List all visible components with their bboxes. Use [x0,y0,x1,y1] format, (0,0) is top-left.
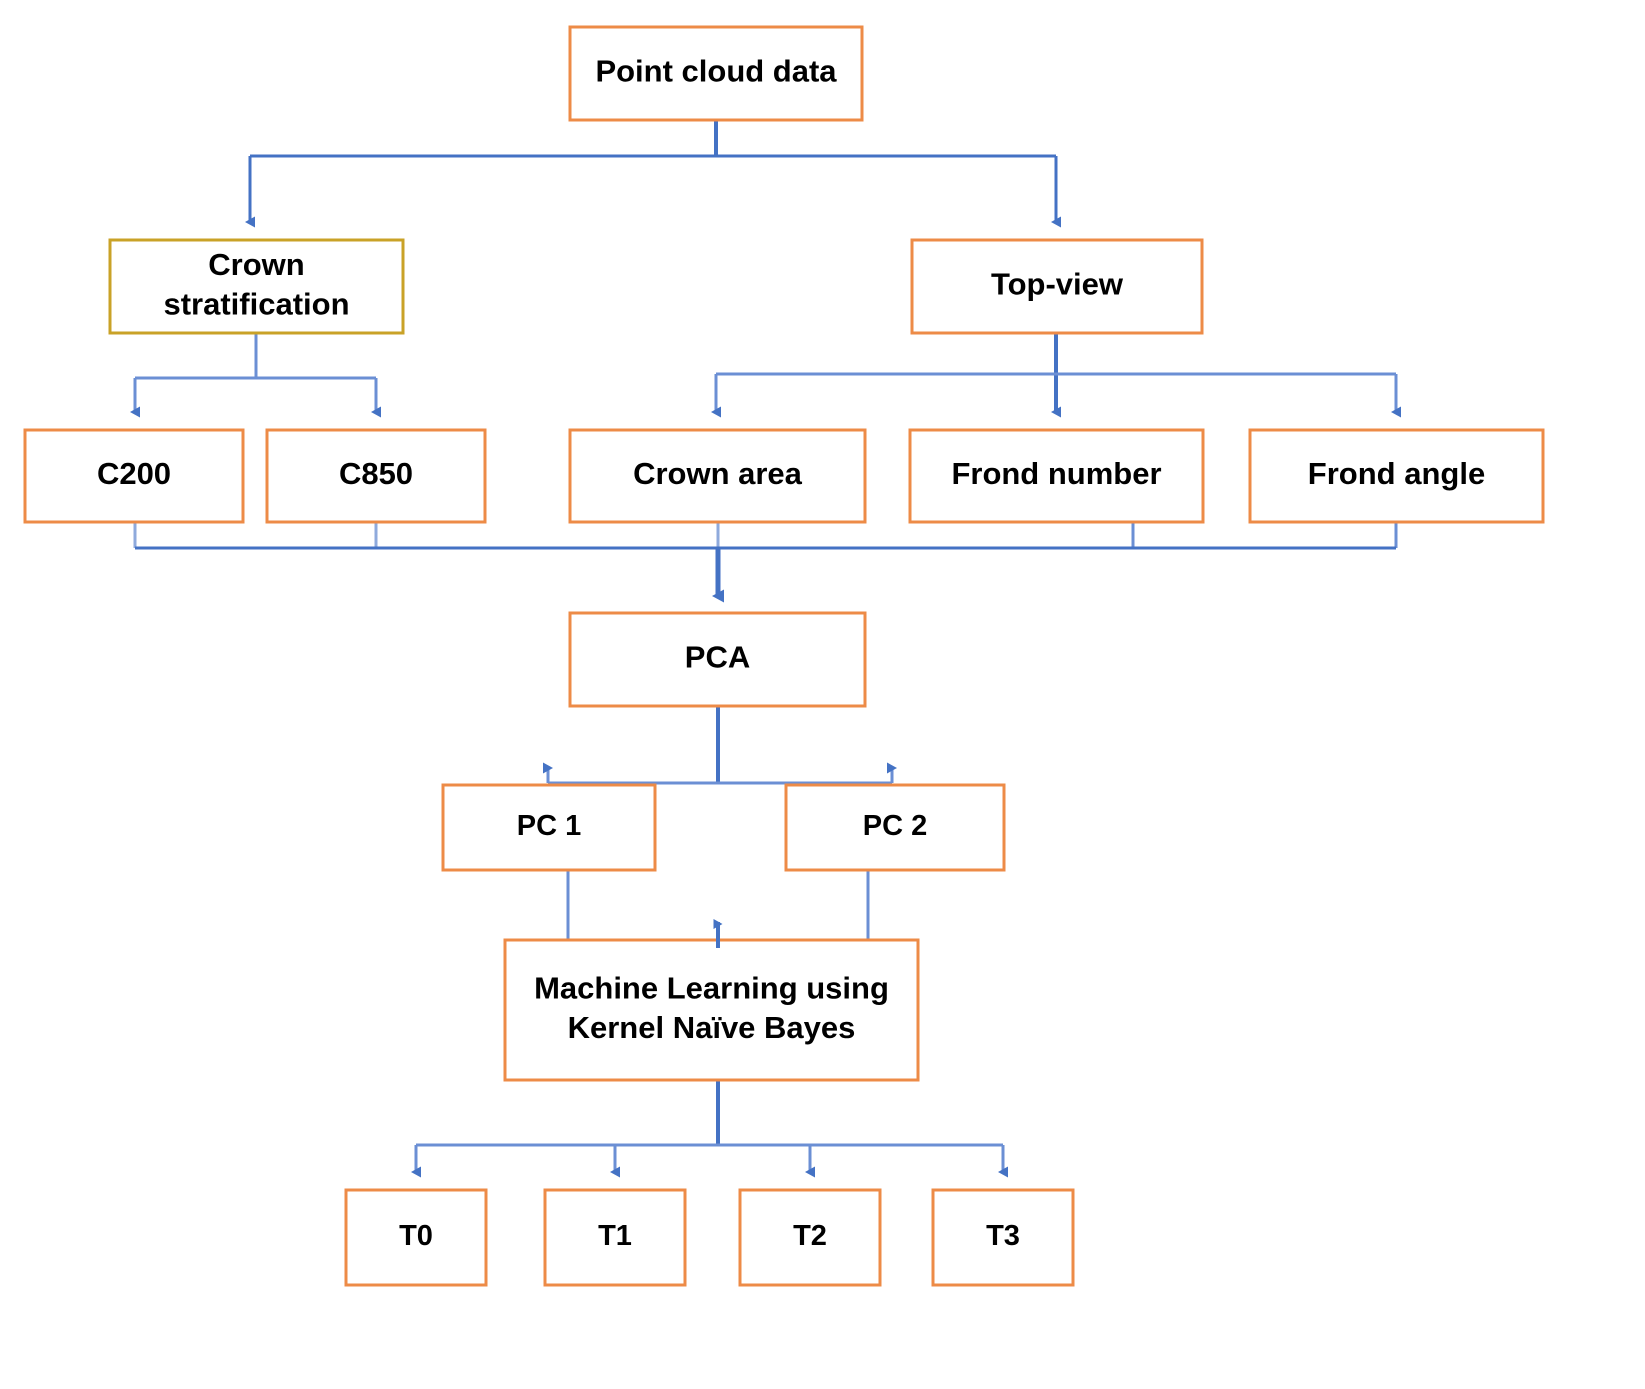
node-label-top-view: Top-view [991,267,1124,302]
node-box-t1[interactable] [543,1188,687,1287]
node-crown-stratification[interactable]: Crown stratification [108,238,405,335]
node-label-frond-angle: Frond angle [1308,456,1485,491]
node-box-machine-learning[interactable] [503,938,920,1082]
node-label-pca: PCA [685,640,750,675]
node-label-crown-stratification: stratification [163,287,349,322]
node-label-t2: T2 [793,1220,827,1252]
node-label-point-cloud-data: Point cloud data [595,54,837,89]
node-pca[interactable]: PCA [568,611,867,708]
node-label-crown-area: Crown area [633,456,803,491]
edge-pca-to-pc-arrowheads [543,762,897,783]
node-point-cloud-data[interactable]: Point cloud data [568,25,864,122]
node-t0[interactable]: T0 [344,1188,488,1287]
edge-crownstratification-split [130,333,381,418]
edge-pca-split [546,706,894,785]
node-box-pc-1[interactable] [441,783,657,872]
node-label-t3: T3 [986,1220,1020,1252]
node-c200[interactable]: C200 [23,428,245,524]
node-box-pca[interactable] [568,611,867,708]
edge-pointcloud-split [245,120,1061,228]
node-crown-area[interactable]: Crown area [568,428,867,524]
node-box-pc-2[interactable] [784,783,1006,872]
node-label-frond-number: Frond number [951,456,1161,491]
node-label-c200: C200 [97,456,171,491]
node-box-t3[interactable] [931,1188,1075,1287]
node-box-c850[interactable] [265,428,487,524]
node-label-t0: T0 [399,1220,433,1252]
node-box-t0[interactable] [344,1188,488,1287]
node-label-machine-learning: Machine Learning using [534,970,889,1005]
edge-ml-split [411,1080,1008,1178]
node-pc-1[interactable]: PC 1 [441,783,657,872]
node-label-machine-learning: Kernel Naïve Bayes [568,1010,856,1045]
node-label-pc-2: PC 2 [863,810,927,842]
node-box-c200[interactable] [23,428,245,524]
node-label-crown-stratification: Crown [208,247,304,282]
node-label-c850: C850 [339,456,413,491]
node-box-crown-stratification[interactable] [108,238,405,335]
node-t3[interactable]: T3 [931,1188,1075,1287]
node-frond-angle[interactable]: Frond angle [1248,428,1545,524]
edge-topview-split [711,333,1401,418]
node-label-pc-1: PC 1 [517,810,581,842]
node-t2[interactable]: T2 [738,1188,882,1287]
node-box-point-cloud-data[interactable] [568,25,864,122]
node-box-frond-number[interactable] [908,428,1205,524]
node-frond-number[interactable]: Frond number [908,428,1205,524]
node-box-t2[interactable] [738,1188,882,1287]
node-t1[interactable]: T1 [543,1188,687,1287]
node-label-t1: T1 [598,1220,632,1252]
node-box-frond-angle[interactable] [1248,428,1545,524]
node-c850[interactable]: C850 [265,428,487,524]
node-box-top-view[interactable] [910,238,1204,335]
node-pc-2[interactable]: PC 2 [784,783,1006,872]
edge-features-merge-to-pca [133,522,1398,603]
node-top-view[interactable]: Top-view [910,238,1204,335]
node-box-crown-area[interactable] [568,428,867,524]
